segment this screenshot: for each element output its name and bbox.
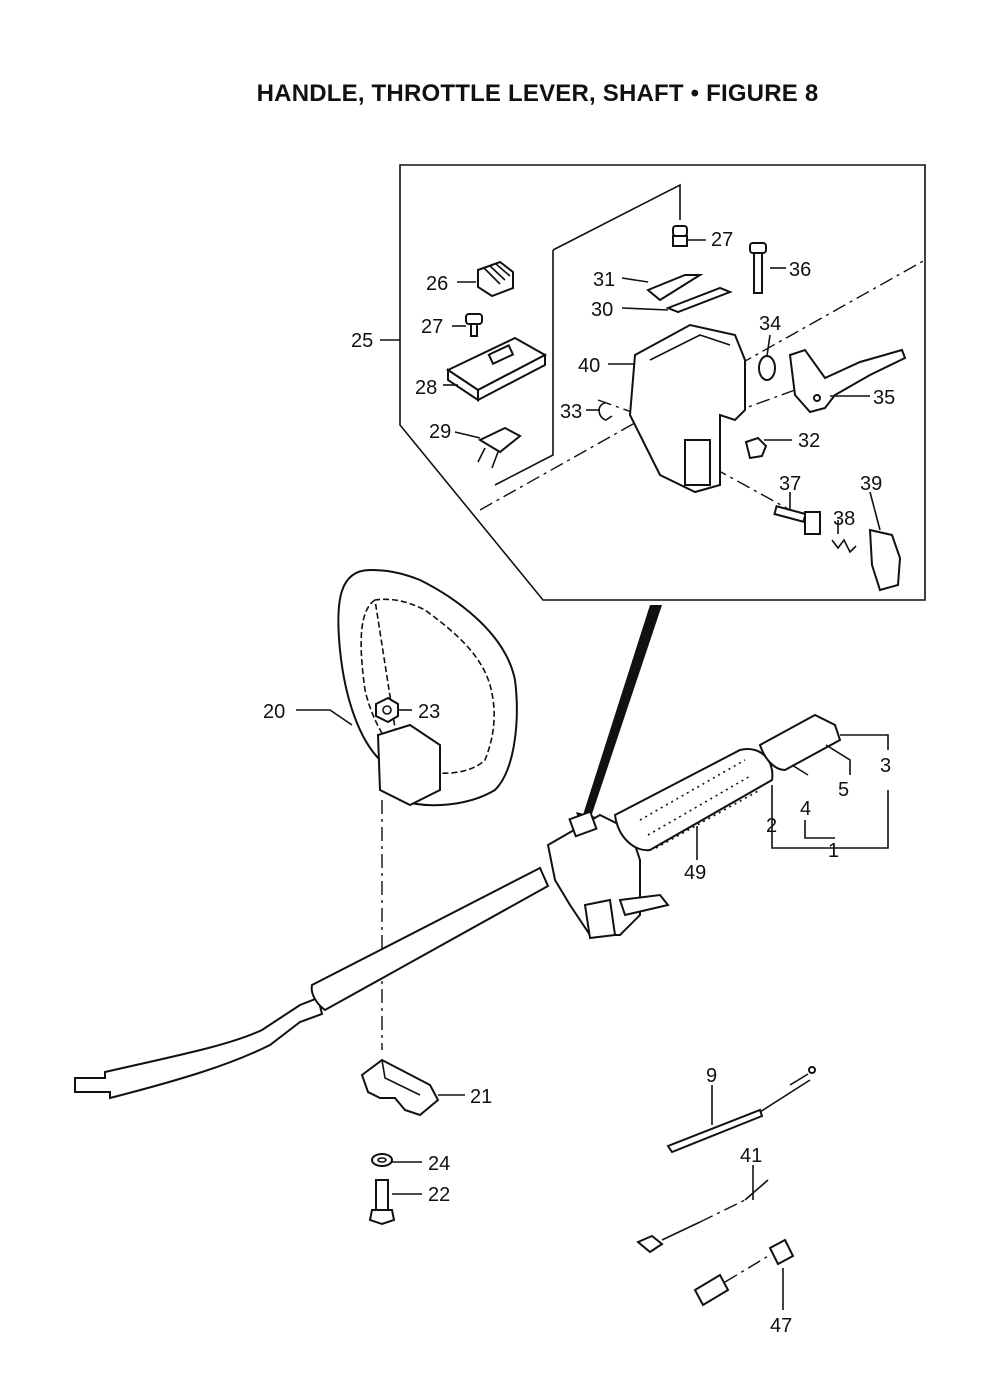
part-23-nut-icon [375, 696, 399, 724]
label-22: 22 [428, 1184, 450, 1206]
figure-title: HANDLE, THROTTLE LEVER, SHAFT • FIGURE 8 [256, 80, 819, 107]
drive-shaft-icon [74, 866, 550, 1100]
label-21: 21 [470, 1086, 492, 1108]
label-31: 31 [593, 269, 615, 291]
part-37-pin-icon [773, 505, 821, 535]
part-24-washer-icon [371, 1153, 393, 1167]
part-38-spring-icon [831, 538, 857, 554]
part-27-screw-icon [465, 313, 483, 337]
part-28-plate-icon [445, 336, 548, 402]
label-39: 39 [860, 473, 882, 495]
part-26-icon [477, 260, 514, 298]
label-9: 9 [706, 1065, 717, 1087]
label-20: 20 [263, 701, 285, 723]
label-25: 25 [351, 330, 373, 352]
label-28: 28 [415, 377, 437, 399]
part-41-wire-icon [636, 1179, 769, 1254]
part-35-throttle-lever-icon [788, 348, 907, 414]
part-34-spring-icon [758, 355, 776, 381]
part-30-link-icon [665, 286, 733, 314]
label-5: 5 [838, 779, 849, 801]
part-40-housing-icon [628, 323, 746, 494]
part-33-clip-icon [598, 402, 613, 421]
part-21-clamp-icon [360, 1058, 440, 1117]
label-1: 1 [828, 840, 839, 862]
part-36-bolt-icon [749, 242, 767, 294]
part-31-lever-icon [646, 274, 704, 302]
label-27-top: 27 [711, 229, 733, 251]
label-29: 29 [429, 421, 451, 443]
part-22-bolt-icon [368, 1179, 396, 1226]
label-30: 30 [591, 299, 613, 321]
label-37: 37 [779, 473, 801, 495]
label-4: 4 [800, 798, 811, 820]
label-35: 35 [873, 387, 895, 409]
label-23: 23 [418, 701, 440, 723]
part-29-switch-icon [477, 426, 522, 469]
part-32-nut-icon [744, 436, 768, 460]
label-41: 41 [740, 1145, 762, 1167]
label-33: 33 [560, 401, 582, 423]
label-34: 34 [759, 313, 781, 335]
part-47-fitting-icon [693, 1238, 795, 1307]
label-2: 2 [766, 815, 777, 837]
callout-leaders [296, 239, 889, 1310]
part-9-cable-icon [666, 1066, 816, 1154]
part-27-top-screw-icon [672, 225, 688, 247]
label-47: 47 [770, 1315, 792, 1337]
part-39-cover-icon [868, 528, 902, 592]
label-49: 49 [684, 862, 706, 884]
label-3: 3 [880, 755, 891, 777]
label-36: 36 [789, 259, 811, 281]
label-27-left: 27 [421, 316, 443, 338]
label-32: 32 [798, 430, 820, 452]
loop-handle-icon [337, 568, 518, 807]
grip-assembly-icon [546, 713, 842, 940]
label-26: 26 [426, 273, 448, 295]
label-24: 24 [428, 1153, 450, 1175]
label-38: 38 [833, 508, 855, 530]
grip-texture [639, 759, 761, 849]
label-40: 40 [578, 355, 600, 377]
